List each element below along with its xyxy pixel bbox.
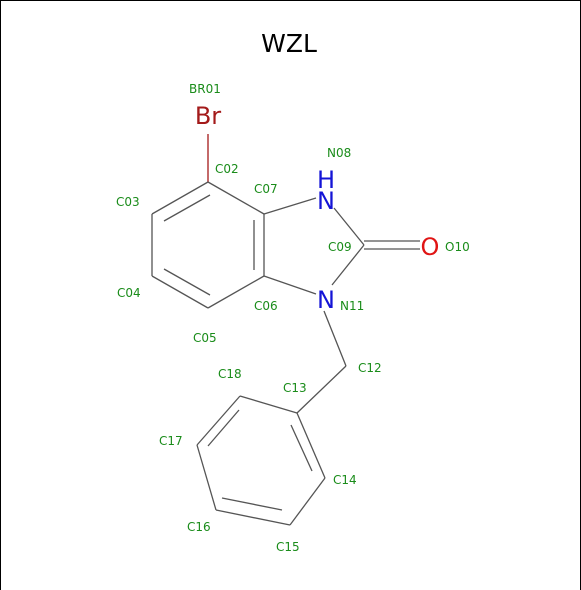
atom-label-n11: N11 [340,299,364,313]
bond-c18-c17 [196,395,241,446]
bond-c16-c15 [215,509,291,526]
atom-label-c03: C03 [116,195,140,209]
bond-c14-c13 [296,412,326,479]
element-n08: N [317,187,335,215]
atom-label-c16: C16 [187,520,211,534]
atom-label-n08: N08 [327,146,351,160]
bond-n11-c06 [263,275,317,295]
bond-c07-n08 [263,197,317,215]
bond-c17-c16 [196,444,217,511]
atom-label-o10: O10 [445,240,470,254]
element-o10: O [421,233,440,261]
element-n08-h: H [317,166,335,194]
diagram-title: WZL [261,29,317,58]
atom-label-c15: C15 [276,540,300,554]
atom-label-c13: C13 [283,381,307,395]
bond-c14-c13-inner [290,424,313,472]
atom-label-c09: C09 [328,240,352,254]
bond-c05-c06 [207,275,265,309]
bond-c13-c18 [239,395,298,414]
bond-c12-c13 [296,365,347,414]
bond-c16-c15-inner [221,497,283,511]
atom-label-c17: C17 [159,434,183,448]
atom-label-c07: C07 [254,182,278,196]
bond-c15-c14 [289,477,326,526]
bond-c04-c05 [151,275,209,309]
bond-c07-c02 [207,181,265,215]
bonds [151,134,420,526]
bond-c18-c17-inner [207,409,240,447]
atom-label-c12: C12 [358,361,382,375]
bond-n11-c12 [323,310,347,367]
element-br: Br [195,102,221,130]
atom-label-c02: C02 [215,162,239,176]
bond-c04-c05-inner [163,268,211,296]
bond-c02-c03-inner [163,194,211,222]
atom-labels: BR01 C02 C03 C04 C05 C06 C07 N08 C09 O10… [116,82,470,554]
atom-label-br01: BR01 [189,82,221,96]
atom-label-c04: C04 [117,286,141,300]
bond-n08-c09 [333,207,365,246]
atom-label-c18: C18 [218,367,242,381]
atom-label-c05: C05 [193,331,217,345]
bond-c09-n11 [331,244,365,286]
atom-label-c06: C06 [254,299,278,313]
element-n11: N [317,286,335,314]
atom-label-c14: C14 [333,473,357,487]
bond-c02-c03 [151,181,209,215]
